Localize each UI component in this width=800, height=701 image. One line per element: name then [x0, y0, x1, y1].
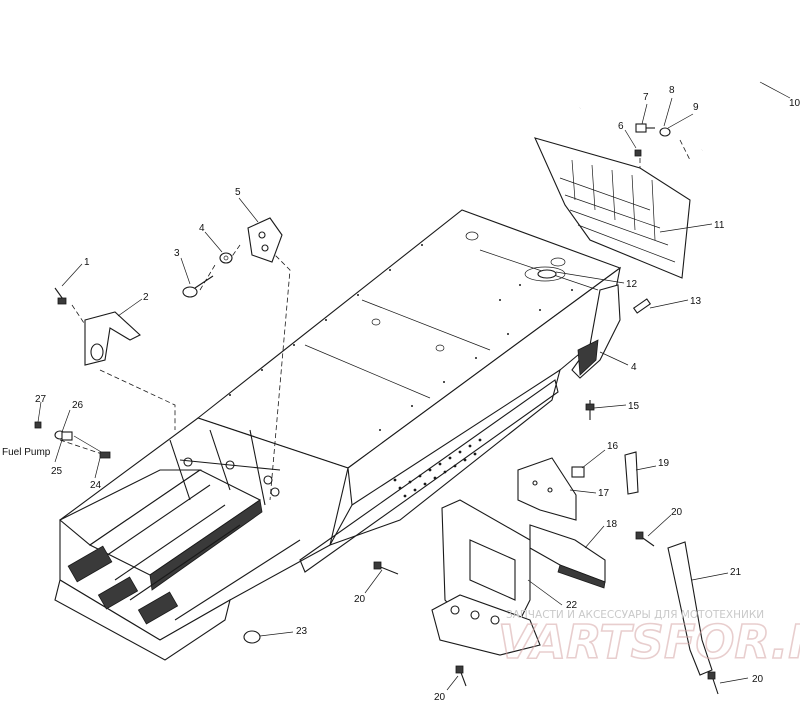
callout-7: 7	[643, 92, 649, 103]
leader-lines	[37, 81, 791, 691]
callout-27: 27	[35, 394, 47, 405]
part-3-bolt	[182, 275, 214, 298]
part-12-grommet	[537, 269, 557, 279]
callout-4: 4	[631, 362, 637, 373]
part-1-screw	[54, 287, 67, 305]
part-14-bracket	[571, 284, 621, 379]
callout-23: 23	[296, 626, 308, 637]
callout-17: 17	[598, 488, 610, 499]
callout-13: 13	[690, 296, 702, 307]
callout-6: 6	[618, 121, 624, 132]
callout-16: 16	[607, 441, 619, 452]
callout-20: 20	[752, 674, 764, 685]
callout-22: 22	[566, 600, 578, 611]
part-2-bracket	[84, 311, 141, 366]
callout-26: 26	[72, 400, 84, 411]
callout-21: 21	[730, 567, 742, 578]
part-19-pin	[624, 451, 639, 495]
callout-8: 8	[669, 85, 675, 96]
callout-15: 15	[628, 401, 640, 412]
callout-9: 9	[693, 102, 699, 113]
part-13-clip	[632, 298, 652, 314]
callout-20: 20	[671, 507, 683, 518]
part-17-bracket	[517, 457, 577, 521]
fuel-pump-parts	[34, 421, 111, 459]
part-21-side-bar	[667, 541, 713, 676]
watermark-text: ЗАПЧАСТИ И АКСЕССУАРЫ ДЛЯ МОТОТЕХНИКИ	[506, 609, 764, 621]
callout-5: 5	[235, 187, 241, 198]
callout-24: 24	[90, 480, 102, 491]
callout-25: 25	[51, 466, 63, 477]
part-15-screw	[585, 400, 595, 420]
callout-4: 4	[199, 223, 205, 234]
part-23-plug	[243, 630, 261, 644]
watermark-logo: VARTSFOR.RU	[498, 615, 800, 669]
callout-20: 20	[354, 594, 366, 605]
callout-3: 3	[174, 248, 180, 259]
callout-1: 1	[84, 257, 90, 268]
part-11-rear-grille	[534, 137, 691, 279]
callout-20: 20	[434, 692, 446, 701]
callout-numbers: 1 2 3 4 4 5 6 7 8 9 10 11 12 13 15 16 17…	[2, 85, 800, 701]
part-20-screws	[373, 531, 719, 695]
part-6-9-fasteners	[634, 123, 671, 157]
callout-18: 18	[606, 519, 618, 530]
part-22-footrest	[431, 499, 541, 656]
part-10-grab-bar	[578, 2, 789, 152]
part-4-nut	[219, 252, 233, 264]
callout-11: 11	[714, 220, 725, 231]
deck-rivets	[229, 244, 573, 431]
callout-19: 19	[658, 458, 670, 469]
part-5-mount-plate	[247, 217, 283, 263]
callout-12: 12	[626, 279, 638, 290]
callout-10: 10	[789, 98, 800, 109]
callout-2: 2	[143, 292, 149, 303]
part-18-rail-bracket	[529, 524, 606, 589]
front-bulkhead	[54, 379, 559, 661]
watermark: ЗАПЧАСТИ И АКСЕССУАРЫ ДЛЯ МОТОТЕХНИКИ VA…	[497, 609, 800, 670]
fuel-pump-label: Fuel Pump	[2, 447, 51, 458]
part-16-block	[571, 466, 585, 478]
